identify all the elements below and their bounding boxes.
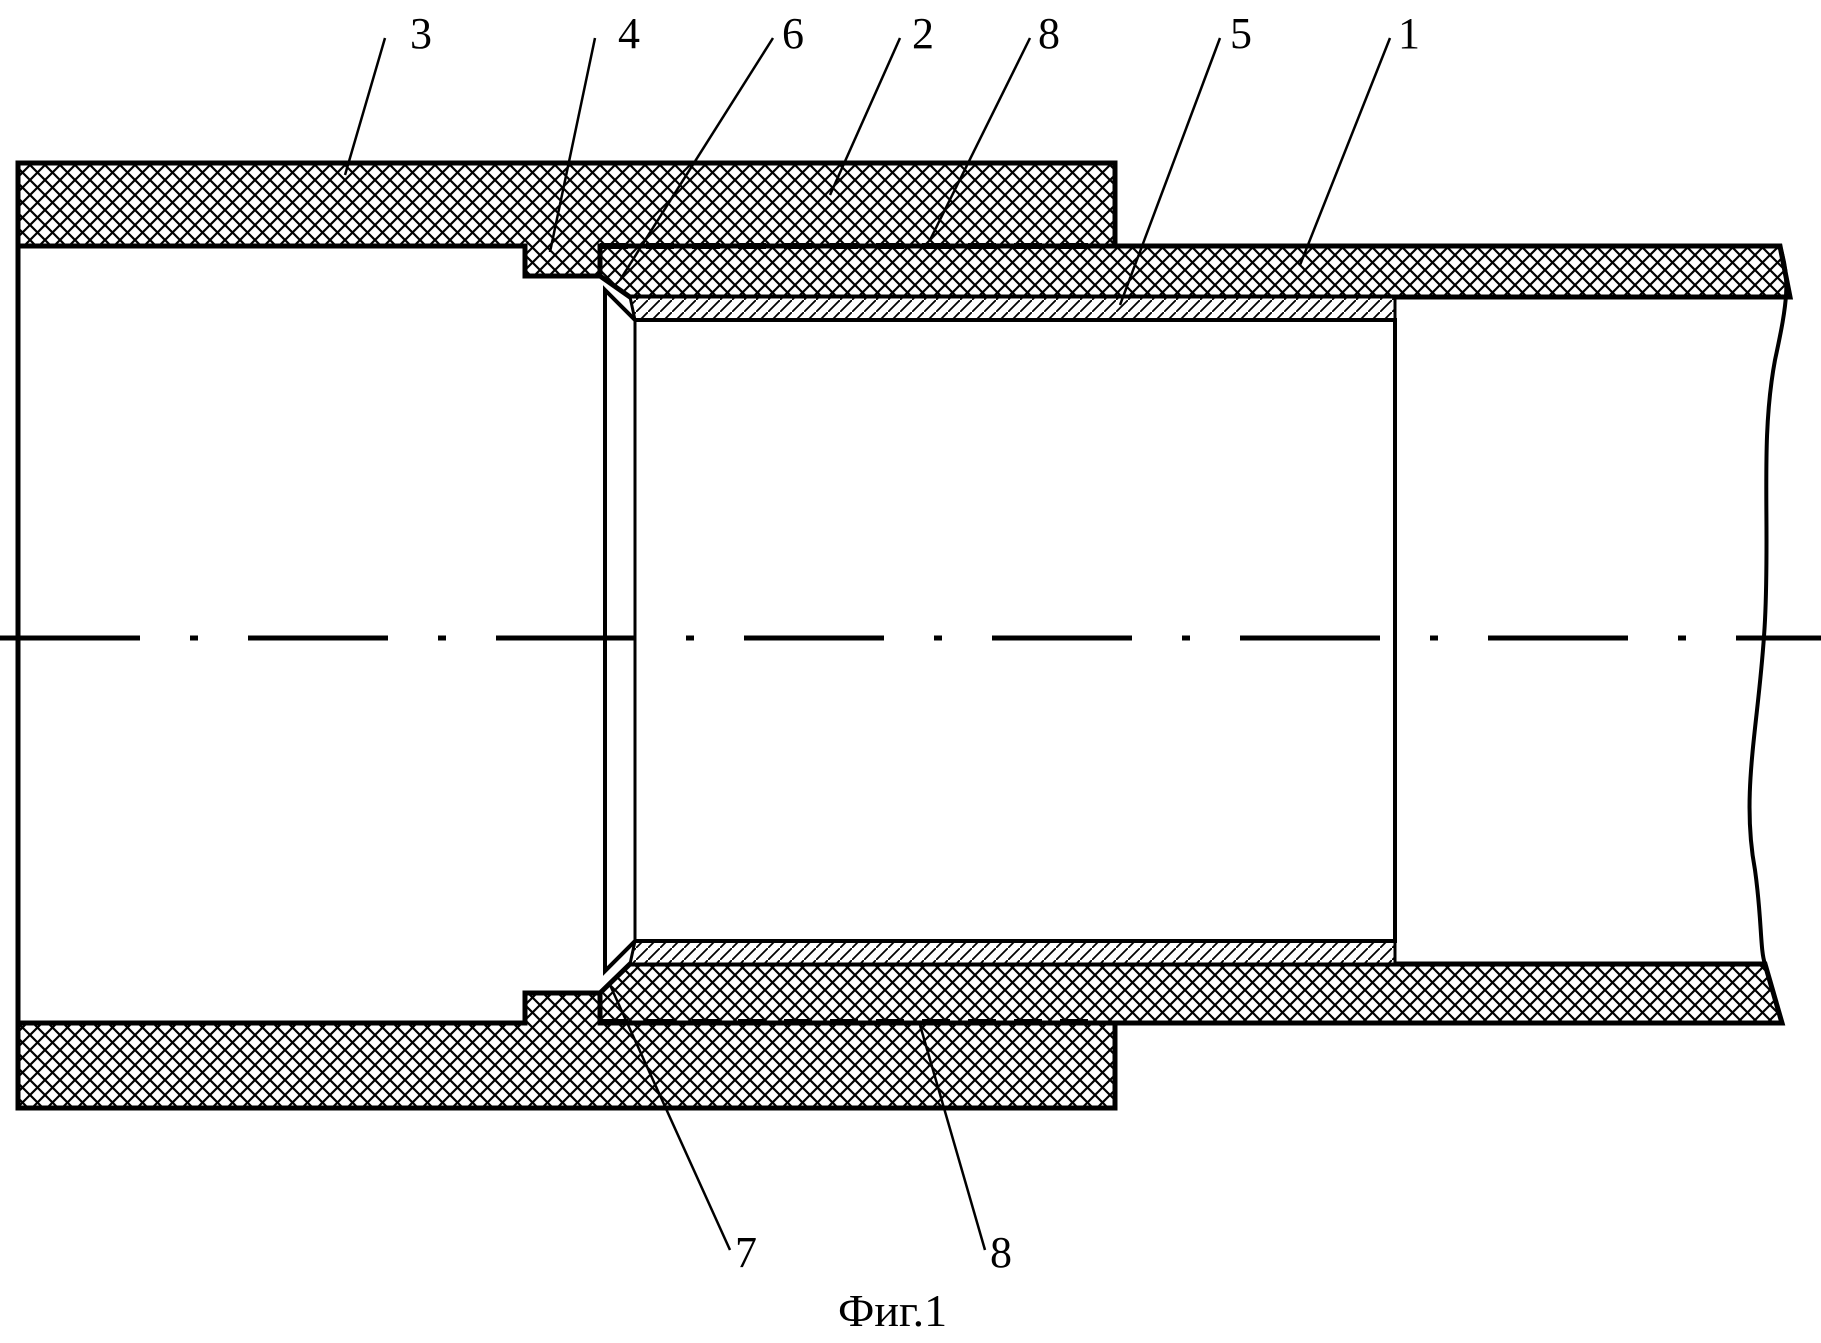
callout-8-top: 8 (1038, 9, 1060, 58)
callout-2: 2 (912, 9, 934, 58)
callout-5: 5 (1230, 9, 1252, 58)
leader-3 (345, 38, 385, 175)
pipe-break-line (1750, 246, 1787, 964)
callout-4: 4 (618, 9, 640, 58)
callout-1: 1 (1398, 9, 1420, 58)
liner-bottom (630, 941, 1395, 964)
callout-8-bottom: 8 (990, 1228, 1012, 1277)
callout-3: 3 (410, 9, 432, 58)
callout-6: 6 (782, 9, 804, 58)
pipe-top-wall (600, 246, 1790, 297)
figure-caption: Фиг.1 (838, 1285, 947, 1336)
pipe-bottom-wall (600, 964, 1782, 1023)
callout-7: 7 (735, 1228, 757, 1277)
leader-1 (1300, 38, 1390, 265)
liner-top (630, 297, 1395, 320)
liner-body (605, 290, 1395, 971)
